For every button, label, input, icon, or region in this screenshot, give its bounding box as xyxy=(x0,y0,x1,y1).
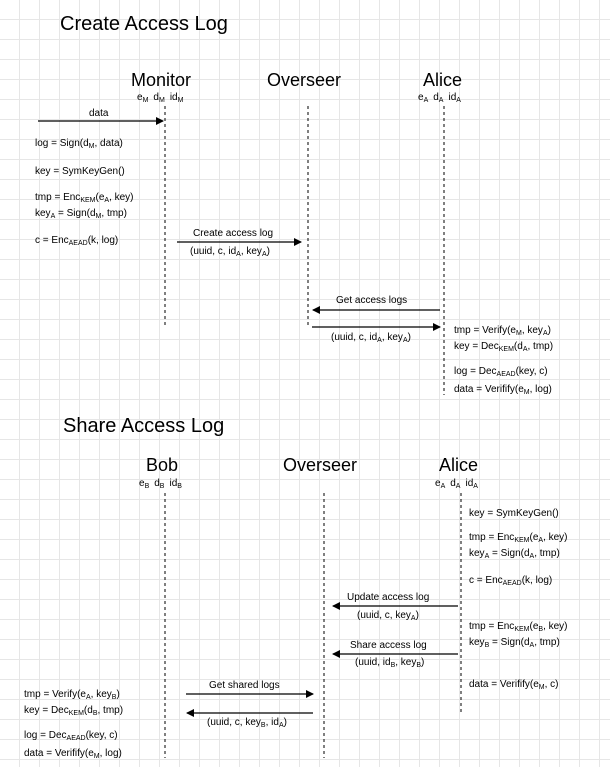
message-data-label: data xyxy=(89,108,109,119)
alice-share-step: c = EncAEAD(k, log) xyxy=(469,575,553,588)
alice-share-step: keyA = Sign(dA, tmp) xyxy=(469,548,560,561)
alice-create-step: key = DecKEM(dA, tmp) xyxy=(454,341,554,354)
actor-overseer-create: Overseer xyxy=(267,70,342,90)
alice-create-step: log = DecAEAD(key, c) xyxy=(454,366,548,379)
monitor-step: keyA = Sign(dM, tmp) xyxy=(35,208,127,221)
actor-alice-create-keys: eA dA idA xyxy=(418,92,461,105)
actor-alice-share-keys: eA dA idA xyxy=(435,478,478,491)
alice-share-step: data = Verifify(eM, c) xyxy=(469,679,559,692)
message-update-access-log: Update access log xyxy=(347,592,430,603)
message-get-shared-logs: Get shared logs xyxy=(209,680,280,691)
bob-step: tmp = Verify(eA, keyB) xyxy=(24,689,120,702)
message-share-payload: (uuid, idB, keyB) xyxy=(355,657,425,670)
message-shared-reply: (uuid, c, keyB, idA) xyxy=(207,717,287,730)
message-create-payload: (uuid, c, idA, keyA) xyxy=(190,246,270,259)
actor-alice-share: Alice xyxy=(439,455,479,475)
message-get-reply: (uuid, c, idA, keyA) xyxy=(331,332,411,345)
bob-step: data = Verifify(eM, log) xyxy=(24,748,122,761)
actor-monitor: Monitor xyxy=(131,70,192,90)
alice-create-step: tmp = Verify(eM, keyA) xyxy=(454,325,551,338)
alice-share-step: tmp = EncKEM(eB, key) xyxy=(469,621,568,634)
monitor-step: c = EncAEAD(k, log) xyxy=(35,235,119,248)
monitor-step: log = Sign(dM, data) xyxy=(35,138,123,151)
actor-alice-create: Alice xyxy=(423,70,463,90)
alice-create-step: data = Verifify(eM, log) xyxy=(454,384,552,397)
monitor-step: tmp = EncKEM(eA, key) xyxy=(35,192,134,205)
actor-bob-keys: eB dB idB xyxy=(139,478,182,491)
message-update-payload: (uuid, c, keyA) xyxy=(357,610,419,623)
message-create-access-log: Create access log xyxy=(193,228,274,239)
bob-step: key = DecKEM(dB, tmp) xyxy=(24,705,124,718)
alice-share-step: keyB = Sign(dA, tmp) xyxy=(469,637,560,650)
share-section-title: Share Access Log xyxy=(63,415,225,437)
alice-share-step: tmp = EncKEM(eA, key) xyxy=(469,532,568,545)
alice-share-step: key = SymKeyGen() xyxy=(469,508,559,519)
actor-monitor-keys: eM dM idM xyxy=(137,92,184,105)
actor-bob: Bob xyxy=(146,455,179,475)
message-get-access-logs: Get access logs xyxy=(336,295,408,306)
message-share-access-log: Share access log xyxy=(350,640,427,651)
actor-overseer-share: Overseer xyxy=(283,455,358,475)
monitor-step: key = SymKeyGen() xyxy=(35,166,125,177)
create-section-title: Create Access Log xyxy=(60,13,228,35)
bob-step: log = DecAEAD(key, c) xyxy=(24,730,118,743)
